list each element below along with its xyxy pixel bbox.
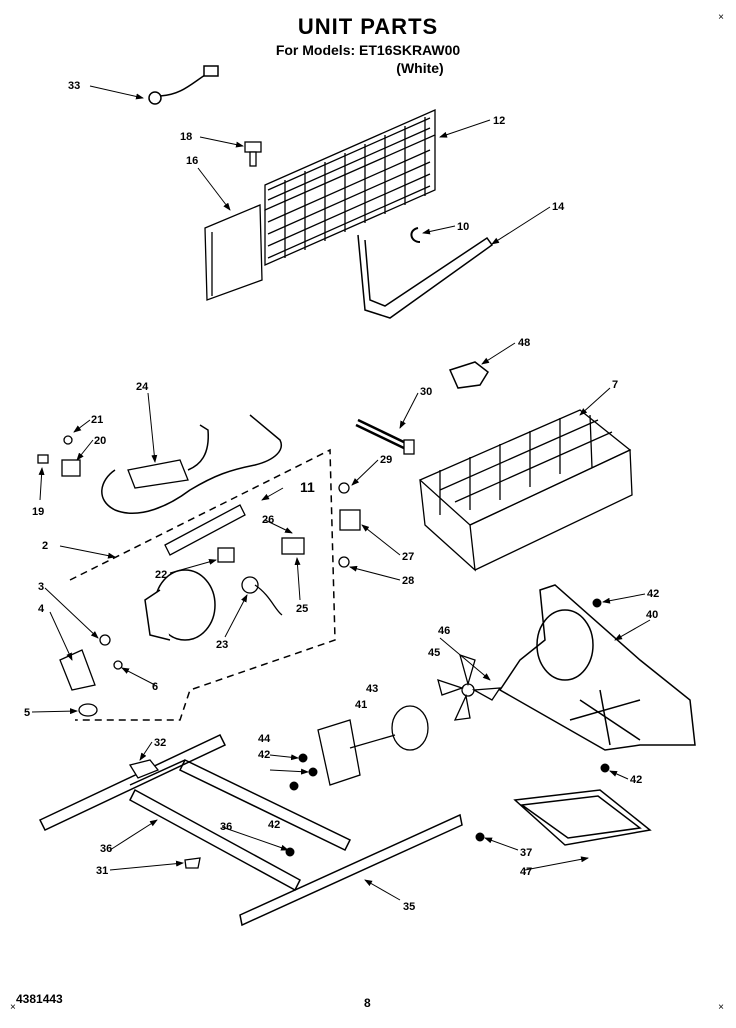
- callout-11: 11: [300, 479, 315, 495]
- callout-26: 26: [262, 514, 274, 526]
- callout-42d: 42: [268, 819, 280, 831]
- callout-21: 21: [91, 414, 103, 426]
- callout-2: 2: [42, 540, 48, 552]
- callout-43: 43: [366, 683, 378, 695]
- callout-45: 45: [428, 647, 440, 659]
- callout-37: 37: [520, 847, 532, 859]
- relay-19-20-21: [37, 435, 81, 477]
- callout-7: 7: [612, 379, 618, 391]
- callout-24: 24: [136, 381, 149, 393]
- callout-42b: 42: [258, 749, 270, 761]
- callout-labels: 33 18 16 12 10 14 48 24 21 20 19 30 7 29…: [24, 80, 659, 913]
- compressor: [144, 569, 216, 641]
- callout-12: 12: [493, 115, 505, 127]
- harness-33: [148, 65, 219, 105]
- base-frame: [38, 734, 463, 927]
- screw-18: [244, 141, 262, 167]
- callout-27: 27: [402, 551, 414, 563]
- callout-22: 22: [155, 569, 167, 581]
- part-31: [184, 857, 201, 869]
- callout-42c: 42: [630, 774, 642, 786]
- model-color: (White): [396, 60, 444, 76]
- document-number: 4381443: [16, 992, 63, 1006]
- condenser-coil: [264, 109, 436, 266]
- callout-41: 41: [355, 699, 367, 711]
- callout-20: 20: [94, 435, 106, 447]
- callout-46: 46: [438, 625, 450, 637]
- corner-mark-icon: ×: [718, 1002, 724, 1013]
- callout-44: 44: [258, 733, 271, 745]
- callout-32: 32: [154, 737, 166, 749]
- page-title: UNIT PARTS: [297, 14, 439, 39]
- drain-pan: [513, 789, 652, 846]
- mount-parts: [59, 634, 123, 717]
- callout-33: 33: [68, 80, 80, 92]
- capillary-24: [101, 414, 282, 514]
- callout-35: 35: [403, 901, 415, 913]
- callout-30: 30: [420, 386, 432, 398]
- part-32: [128, 759, 160, 779]
- compressor-dashed-region: [69, 448, 336, 721]
- corner-mark-icon: ×: [10, 1002, 16, 1013]
- callout-4: 4: [38, 603, 45, 615]
- callout-1: 36: [100, 843, 112, 855]
- callout-36: 36: [220, 821, 232, 833]
- fan-blade: [437, 653, 502, 721]
- callout-48: 48: [518, 337, 530, 349]
- fan-motor: [317, 705, 429, 786]
- callout-47: 47: [520, 866, 532, 878]
- fan-shroud: [498, 584, 696, 751]
- page-number: 8: [364, 996, 371, 1010]
- callout-31: 31: [96, 865, 108, 877]
- callout-19: 19: [32, 506, 44, 518]
- part-30: [355, 418, 411, 452]
- models-line: For Models: ET16SKRAW00: [275, 42, 461, 58]
- heater-14: [357, 234, 494, 319]
- callout-14: 14: [552, 201, 565, 213]
- coil-bracket: [204, 204, 263, 301]
- part-48: [448, 361, 489, 389]
- callout-25: 25: [296, 603, 308, 615]
- clip-10: [410, 227, 421, 243]
- callout-28: 28: [402, 575, 414, 587]
- callout-10: 10: [457, 221, 469, 233]
- callout-18: 18: [180, 131, 192, 143]
- corner-mark-icon: ×: [718, 12, 724, 23]
- callout-6: 6: [152, 681, 158, 693]
- evaporator-coil: [418, 409, 633, 572]
- callout-16: 16: [186, 155, 198, 167]
- callout-29: 29: [380, 454, 392, 466]
- callout-40: 40: [646, 609, 658, 621]
- callout-42a: 42: [647, 588, 659, 600]
- callout-23: 23: [216, 639, 228, 651]
- callout-5: 5: [24, 707, 30, 719]
- callout-3: 3: [38, 581, 44, 593]
- relay-parts: [164, 482, 361, 594]
